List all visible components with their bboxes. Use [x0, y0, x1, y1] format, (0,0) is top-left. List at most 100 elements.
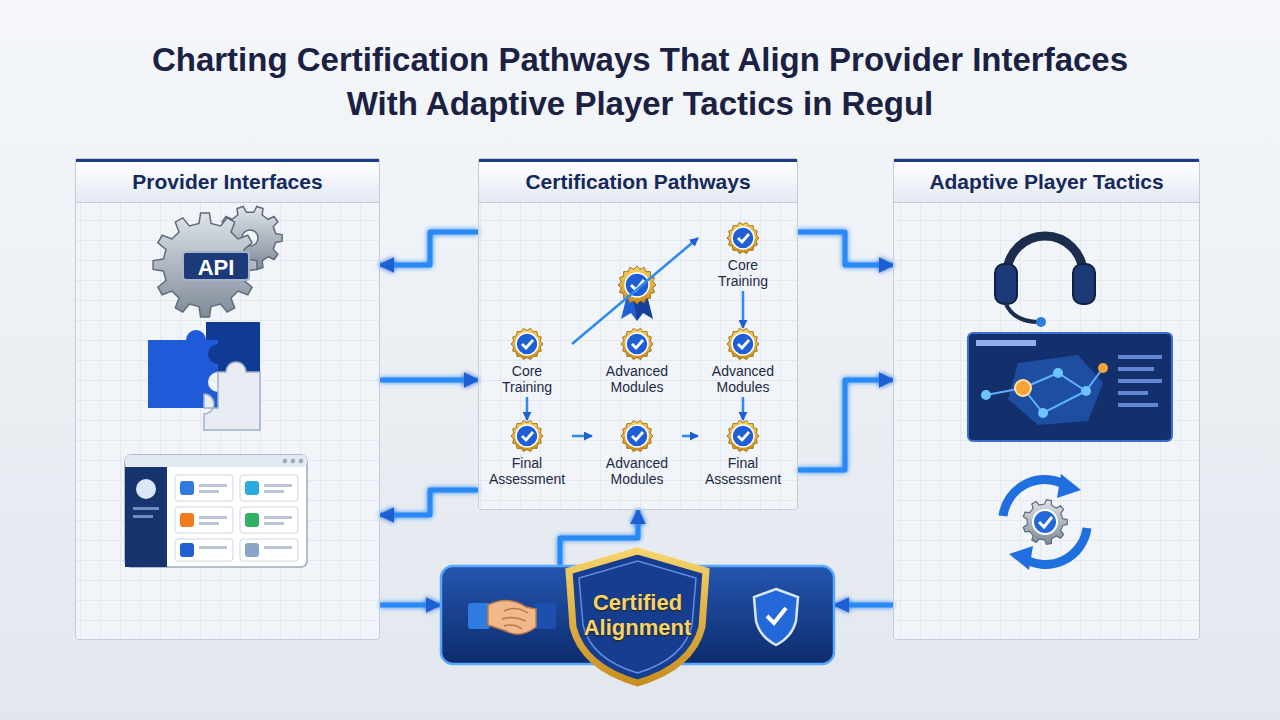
dashboard-window: [264, 484, 292, 487]
check-badge: [738, 432, 749, 440]
step-badge: Advanced Modules: [698, 328, 788, 397]
tactics-map-screen: [1038, 408, 1048, 418]
dashboard-window: [199, 516, 227, 519]
check-badge: [516, 333, 538, 355]
check-badge: [510, 328, 544, 360]
dashboard-window: [180, 513, 194, 527]
tactics-map-screen: [1098, 363, 1108, 373]
dashboard-window: [199, 490, 219, 493]
panel-heading: Certification Pathways: [479, 159, 797, 203]
panel-heading: Adaptive Player Tactics: [894, 159, 1199, 203]
tactics-map-screen: [968, 333, 1172, 441]
certified-box: [468, 600, 556, 634]
step-label: Advanced Modules: [597, 363, 677, 395]
check-badge: [632, 432, 643, 440]
flow-connector: [380, 603, 440, 608]
panel-ground: [478, 158, 798, 510]
flow-connector: [798, 232, 893, 265]
check-badge: [620, 420, 654, 452]
certified-box: [488, 600, 536, 634]
panel-ground: [75, 158, 380, 640]
dashboard-window: [133, 507, 159, 510]
flow-connector: [572, 238, 698, 344]
check-badge: [632, 340, 643, 348]
tactics-map-screen: [1118, 367, 1154, 371]
step-label: Final Assessment: [703, 455, 783, 487]
certified-box: [502, 608, 528, 629]
dashboard-window: [240, 475, 298, 501]
tactics-map-screen: [1118, 403, 1158, 407]
flow-connector: [835, 603, 893, 608]
title: Charting Certification Pathways That Ali…: [140, 38, 1140, 126]
tactics-map-screen: [1118, 355, 1162, 407]
tactics-map-screen: [986, 368, 1103, 413]
cycle-icon: [1009, 546, 1033, 570]
check-badge: [726, 420, 760, 452]
flow-connector: [380, 232, 478, 265]
check-badge: [620, 328, 654, 360]
tactics-map-screen: [1053, 368, 1063, 378]
headset-icon: [1005, 302, 1039, 322]
dashboard-window: [125, 455, 307, 567]
headset-icon: [1007, 236, 1083, 274]
tactics-map-screen: [1015, 380, 1031, 396]
dashboard-window: [199, 546, 227, 549]
flow-connector: [380, 490, 478, 515]
panel-ground: [893, 158, 1200, 640]
dashboard-window: [264, 516, 292, 519]
puzzle-icon: [204, 362, 260, 430]
dashboard-window: [199, 522, 219, 525]
flow-connector: [380, 378, 478, 383]
headset-icon: [995, 236, 1095, 327]
dashboard-window: [175, 475, 233, 501]
dashboard-window: [136, 479, 156, 499]
headset-icon: [1073, 264, 1095, 304]
check-badge: [626, 425, 648, 447]
check-badge: [732, 425, 754, 447]
tactics-map-screen: [1118, 391, 1148, 395]
flow-connector: [798, 380, 893, 470]
headset-icon: [995, 264, 1017, 304]
certified-box: [569, 551, 706, 683]
icon-label: API: [182, 251, 250, 281]
panel-box: Adaptive Player Tactics: [893, 158, 1200, 640]
dashboard-window: [125, 467, 167, 567]
step-label: Final Assessment: [487, 455, 567, 487]
headset-icon: [1036, 317, 1046, 327]
certified-box: [754, 589, 798, 645]
ribbon-badge: [618, 266, 656, 304]
dashboard-window: [245, 513, 259, 527]
panel-box: Provider Interfaces: [75, 158, 380, 640]
tactics-map-screen: [981, 390, 991, 400]
check-badge: [621, 420, 653, 451]
cycle-icon: [1057, 474, 1081, 498]
dashboard-window: [175, 507, 233, 533]
tactics-map-screen: [968, 333, 1172, 441]
ribbon-badge: [618, 266, 656, 321]
api-gears: [153, 213, 257, 317]
panel-ground: [75, 158, 380, 640]
puzzle-icon: [148, 322, 260, 430]
step-badge: Core Training: [482, 328, 572, 397]
dashboard-window: [180, 543, 194, 557]
dashboard-window: [291, 459, 295, 463]
check-badge: [732, 227, 754, 249]
dashboard-window: [245, 481, 259, 495]
cycle-icon: [1033, 510, 1057, 534]
step-label: Core Training: [703, 257, 783, 289]
cycle-icon: [1039, 517, 1052, 527]
panel-box: Certification PathwaysCore TrainingCore …: [478, 158, 798, 510]
step-badge: Advanced Modules: [592, 328, 682, 397]
step-badge: Final Assessment: [698, 420, 788, 489]
tactics-map-screen: [1118, 355, 1162, 359]
flow-connector: [742, 397, 745, 420]
cycle-icon: [1023, 500, 1067, 545]
dashboard-window: [199, 484, 227, 487]
certified-badge: Certified Alignment: [440, 565, 835, 665]
check-badge: [727, 328, 759, 359]
panel-ground: [478, 158, 798, 510]
check-badge: [738, 234, 749, 242]
tactics-map-screen: [1023, 388, 1086, 413]
